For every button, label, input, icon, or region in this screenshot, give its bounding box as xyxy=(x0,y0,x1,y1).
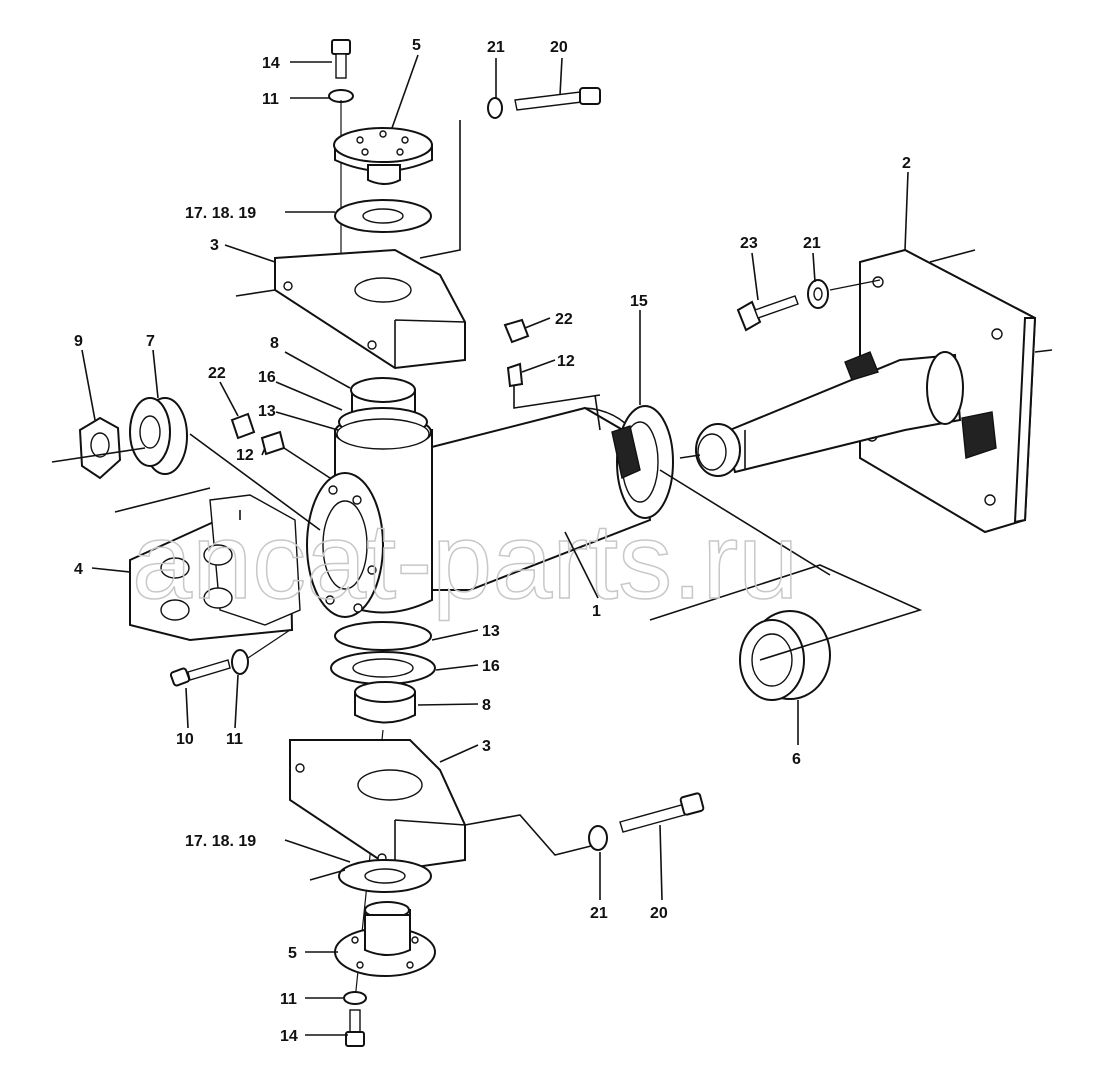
part-7-bearing xyxy=(129,397,188,475)
callout-11-top: 11 xyxy=(262,91,279,108)
part-17-18-19-shims-top xyxy=(334,199,432,233)
part-12-grease-nipple-left xyxy=(260,430,331,479)
callout-21-bottom: 21 xyxy=(590,905,608,922)
part-11-washer-mid xyxy=(231,629,291,675)
callout-3-top: 3 xyxy=(210,237,219,254)
callout-22-right: 22 xyxy=(555,311,573,328)
part-20-bolt-bottom xyxy=(619,792,705,833)
callout-labels: 14 11 5 21 20 17. 18. 19 3 2 23 21 22 12… xyxy=(74,37,911,1045)
callout-5-top: 5 xyxy=(412,37,421,54)
callout-6: 6 xyxy=(792,751,801,768)
part-4-lever xyxy=(129,494,301,642)
callout-13-top: 13 xyxy=(258,403,276,420)
part-14-bolt-top xyxy=(331,39,351,79)
callout-20-top: 20 xyxy=(550,39,568,56)
callout-17-18-19-top: 17. 18. 19 xyxy=(185,205,256,222)
callout-11-bottom: 11 xyxy=(280,991,297,1008)
callout-2: 2 xyxy=(902,155,911,172)
part-13-16-rings-bottom xyxy=(330,621,436,685)
assembly-line-right xyxy=(649,469,923,661)
callout-3-bottom: 3 xyxy=(482,738,491,755)
part-10-bolt xyxy=(169,659,231,687)
callout-23: 23 xyxy=(740,235,758,252)
callout-21-top: 21 xyxy=(487,39,505,56)
part-21-washer-right xyxy=(807,279,881,309)
part-5-cap-bottom xyxy=(334,901,436,977)
part-6-seal-ring xyxy=(739,610,831,701)
part-20-bolt-top xyxy=(514,87,601,111)
part-13-16-rings-top xyxy=(336,407,430,450)
callout-17-18-19-bottom: 17. 18. 19 xyxy=(185,833,256,850)
callout-22-left: 22 xyxy=(208,365,226,382)
part-5-cap-top xyxy=(333,127,433,185)
callout-14-top: 14 xyxy=(262,55,280,72)
part-22-cap-right xyxy=(503,318,530,344)
callout-12-right: 12 xyxy=(557,353,575,370)
callout-14-bottom: 14 xyxy=(280,1028,298,1045)
callout-13-bottom: 13 xyxy=(482,623,500,640)
part-3-bracket-top xyxy=(235,248,466,370)
assembly-line-left xyxy=(51,433,321,531)
callout-16-top: 16 xyxy=(258,369,276,386)
part-12-grease-nipple-right xyxy=(506,362,601,409)
part-3-bracket-bottom xyxy=(289,739,596,872)
part-11-washer-bottom xyxy=(343,991,367,1005)
callout-20-bottom: 20 xyxy=(650,905,668,922)
stub-axle xyxy=(679,351,964,477)
callout-1: 1 xyxy=(592,603,601,620)
part-21-washer-bottom xyxy=(588,825,608,851)
part-14-bolt-bottom xyxy=(345,1009,365,1047)
callout-8-top: 8 xyxy=(270,335,279,352)
callout-12-left: 12 xyxy=(236,447,254,464)
callout-10: 10 xyxy=(176,731,194,748)
part-17-18-19-shims-bottom xyxy=(309,859,432,893)
callout-8-bottom: 8 xyxy=(482,697,491,714)
callout-16-bottom: 16 xyxy=(482,658,500,675)
callout-15: 15 xyxy=(630,293,648,310)
callout-9: 9 xyxy=(74,333,83,350)
callout-5-bottom: 5 xyxy=(288,945,297,962)
part-23-bolt xyxy=(736,295,799,332)
part-21-washer-top xyxy=(419,97,503,259)
callout-4: 4 xyxy=(74,561,83,578)
leader-lines xyxy=(81,54,909,1036)
callout-21-right: 21 xyxy=(803,235,821,252)
callout-11-mid: 11 xyxy=(226,731,243,748)
part-8-bushing-bottom xyxy=(354,681,416,724)
part-22-cap-left xyxy=(230,412,256,440)
watermark: ancat-parts.ru xyxy=(132,500,798,621)
callout-7: 7 xyxy=(146,333,155,350)
part-9-castle-nut xyxy=(78,416,122,480)
